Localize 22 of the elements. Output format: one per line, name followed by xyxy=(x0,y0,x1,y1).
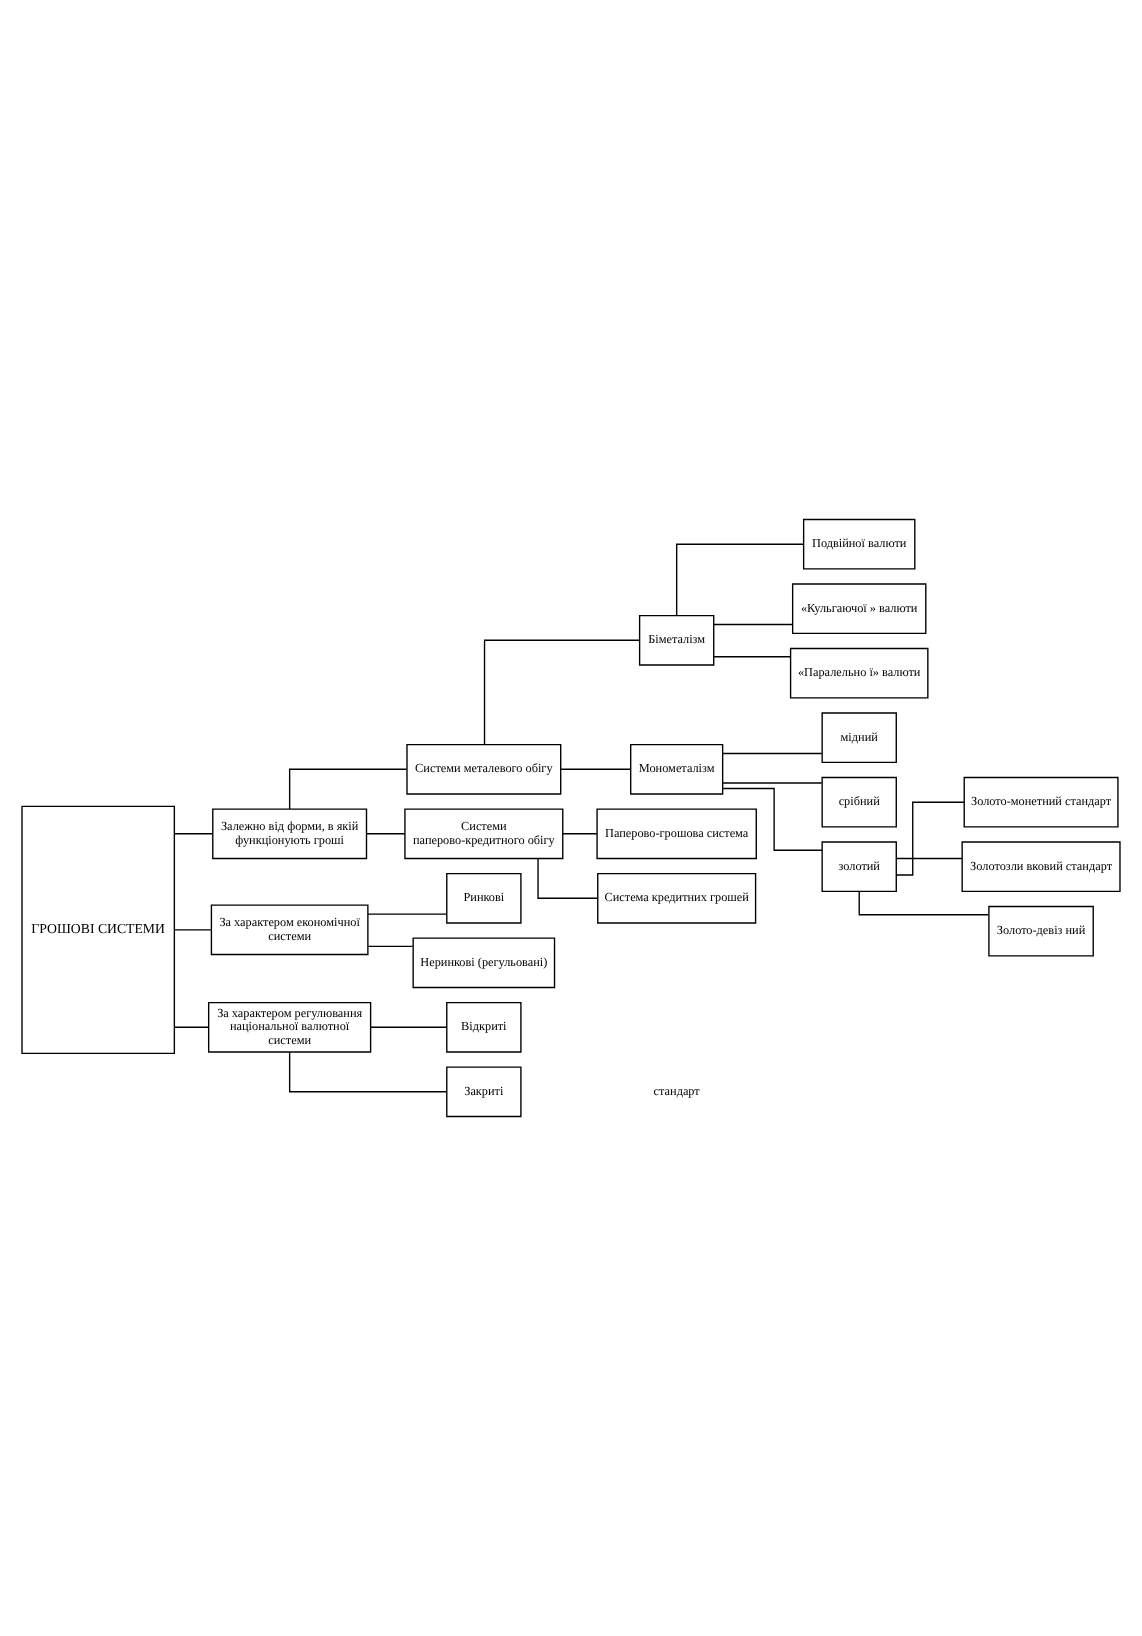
connector xyxy=(537,857,599,899)
connector xyxy=(173,833,214,835)
connector xyxy=(676,543,805,617)
connector xyxy=(722,752,823,755)
connector xyxy=(722,787,823,851)
connector xyxy=(367,945,414,947)
connector xyxy=(370,1026,447,1028)
connector xyxy=(288,768,408,810)
connector xyxy=(562,833,598,835)
connector xyxy=(560,768,632,770)
connector xyxy=(713,656,792,658)
connector xyxy=(173,929,212,931)
connector xyxy=(858,891,990,916)
connector xyxy=(483,639,640,746)
connector xyxy=(288,1051,448,1093)
connector xyxy=(173,1026,210,1028)
connector xyxy=(713,623,794,626)
connector xyxy=(895,801,965,876)
connector xyxy=(895,857,963,860)
connector xyxy=(722,782,823,784)
connector xyxy=(367,913,448,915)
connector xyxy=(366,833,406,835)
